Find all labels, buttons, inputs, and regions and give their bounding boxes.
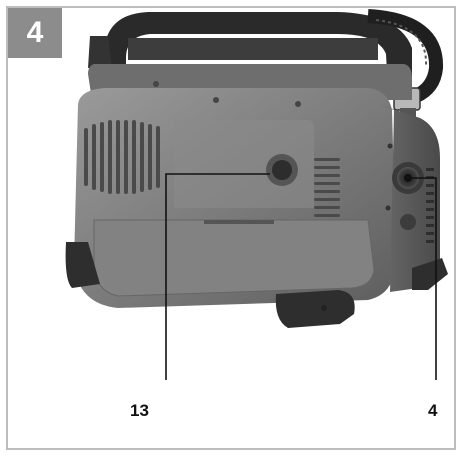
side-recess — [400, 214, 416, 230]
screw — [385, 205, 391, 211]
screw — [321, 305, 327, 311]
front-panel — [174, 120, 314, 208]
figure-number: 4 — [8, 8, 62, 58]
screw — [153, 81, 159, 87]
right-vent — [314, 158, 340, 225]
rubber-feet — [65, 242, 448, 328]
callout-label-13: 13 — [130, 401, 149, 420]
leader-lines — [165, 173, 437, 380]
connection-port — [392, 162, 424, 194]
carry-handle — [88, 12, 412, 90]
storage-compartment — [266, 154, 298, 186]
product-photo — [65, 9, 448, 380]
callout-label-4: 4 — [428, 401, 438, 420]
screw — [295, 101, 301, 107]
figure-frame: 4 13 4 — [6, 6, 456, 450]
screw — [213, 97, 219, 103]
housing-side — [378, 104, 440, 292]
left-vent — [84, 120, 160, 194]
screw — [387, 143, 393, 149]
lid-hinge — [204, 220, 274, 224]
lower-lid — [93, 219, 375, 297]
